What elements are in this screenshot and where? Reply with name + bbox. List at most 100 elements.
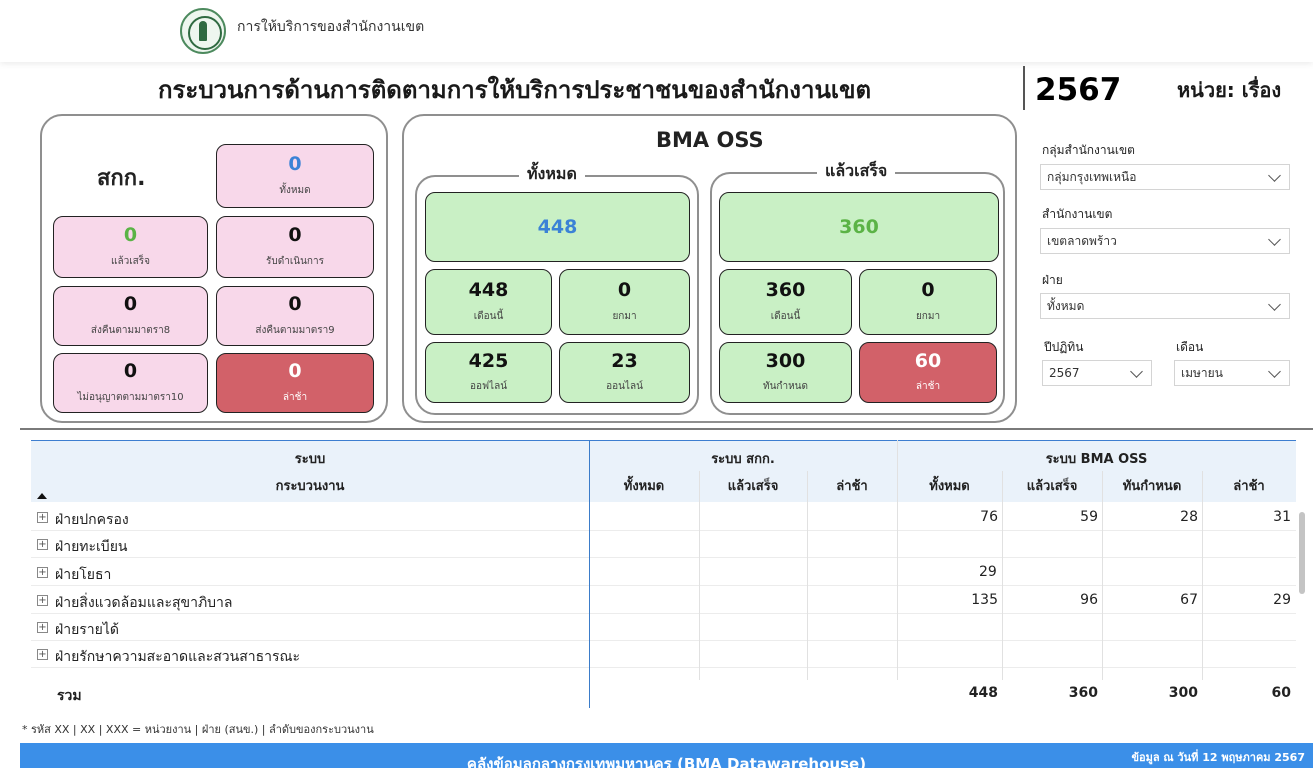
table-row[interactable]: + ฝ่ายโยธา 29: [31, 559, 1296, 586]
expand-icon[interactable]: +: [37, 539, 48, 550]
header-skk-late[interactable]: ล่าช้า: [836, 479, 868, 494]
division-label: ฝ่าย: [1042, 273, 1063, 287]
skk-title: สกก.: [97, 166, 146, 191]
division-dropdown[interactable]: ทั้งหมด: [1040, 293, 1290, 319]
skk-return9-card[interactable]: 0 ส่งคืนตามมาตรา9: [216, 286, 374, 346]
app-title: การให้บริการของสำนักงานเขต: [237, 19, 425, 35]
row-name: ฝ่ายรายได้: [55, 622, 119, 638]
table-header: ระบบ กระบวนงาน ระบบ สกก. ระบบ BMA OSS ทั…: [31, 440, 1296, 502]
skk-total-label: ทั้งหมด: [279, 184, 311, 196]
footnote: * รหัส XX | XX | XXX = หน่วยงาน | ฝ่าย (…: [22, 723, 374, 736]
month-filter-value: เมษายน: [1181, 366, 1223, 380]
year-dropdown[interactable]: 2567: [1042, 360, 1152, 386]
oss-done-title: แล้วเสร็จ: [817, 159, 896, 184]
cell-oss-done: 59: [1080, 509, 1098, 525]
oss-done-this-month-label: เดือนนี้: [770, 310, 801, 322]
expand-icon[interactable]: +: [37, 622, 48, 633]
oss-done-on-time-label: ทันกำหนด: [762, 381, 809, 393]
header-skk-total[interactable]: ทั้งหมด: [623, 479, 665, 494]
oss-all-carried-value: 0: [617, 279, 632, 302]
oss-done-carried-label: ยกมา: [915, 310, 941, 322]
total-label: รวม: [57, 688, 82, 704]
oss-all-total-card[interactable]: 448: [425, 192, 690, 262]
cell-oss-total: 29: [979, 564, 997, 580]
skk-late-card[interactable]: 0 ล่าช้า: [216, 353, 374, 413]
cell-oss-total: 76: [980, 509, 998, 525]
expand-icon[interactable]: +: [37, 512, 48, 523]
cell-oss-late: 29: [1273, 592, 1291, 608]
oss-done-carried-card[interactable]: 0 ยกมา: [859, 269, 997, 335]
column-divider: [1002, 471, 1003, 680]
expand-icon[interactable]: +: [37, 595, 48, 606]
skk-return9-label: ส่งคืนตามมาตรา9: [255, 324, 335, 336]
district-group-value: กลุ่มกรุงเทพเหนือ: [1047, 170, 1137, 184]
table-row[interactable]: + ฝ่ายสิ่งแวดล้อมและสุขาภิบาล 135 96 67 …: [31, 587, 1296, 614]
oss-done-this-month-value: 360: [765, 279, 806, 302]
column-divider: [699, 471, 700, 680]
oss-done-late-card[interactable]: 60 ล่าช้า: [859, 342, 997, 403]
process-table: ระบบ กระบวนงาน ระบบ สกก. ระบบ BMA OSS ทั…: [31, 440, 1296, 708]
table-row[interactable]: + ฝ่ายปกครอง 76 59 28 31: [31, 504, 1296, 531]
district-group-dropdown[interactable]: กลุ่มกรุงเทพเหนือ: [1040, 164, 1290, 190]
header-oss-done[interactable]: แล้วเสร็จ: [1026, 479, 1078, 494]
sort-ascending-icon[interactable]: [37, 493, 47, 499]
header-oss-late[interactable]: ล่าช้า: [1233, 479, 1265, 494]
header-oss-total[interactable]: ทั้งหมด: [929, 479, 970, 494]
skk-return9-value: 0: [288, 293, 302, 316]
table-row[interactable]: + ฝ่ายรายได้: [31, 614, 1296, 641]
skk-late-value: 0: [288, 360, 302, 383]
year-display: 2567: [1035, 72, 1122, 108]
header-oss-on-time[interactable]: ทันกำหนด: [1122, 479, 1182, 494]
oss-done-on-time-card[interactable]: 300 ทันกำหนด: [719, 342, 852, 403]
oss-all-offline-label: ออฟไลน์: [469, 381, 508, 393]
skk-in-progress-label: รับดำเนินการ: [266, 255, 324, 267]
cell-oss-on-time: 67: [1180, 592, 1198, 608]
header-system: ระบบ: [294, 452, 326, 467]
table-row[interactable]: + ฝ่ายรักษาความสะอาดและสวนสาธารณะ: [31, 641, 1296, 668]
oss-all-this-month-label: เดือนนี้: [473, 310, 504, 322]
skk-done-value: 0: [123, 224, 138, 247]
skk-in-progress-value: 0: [288, 224, 302, 247]
oss-done-late-value: 60: [914, 349, 942, 372]
oss-all-online-card[interactable]: 23 ออนไลน์: [559, 342, 690, 403]
skk-total-card[interactable]: 0 ทั้งหมด: [216, 144, 374, 208]
oss-all-carried-card[interactable]: 0 ยกมา: [559, 269, 690, 335]
month-dropdown[interactable]: เมษายน: [1174, 360, 1290, 386]
oss-done-this-month-card[interactable]: 360 เดือนนี้: [719, 269, 852, 335]
oss-all-offline-card[interactable]: 425 ออฟไลน์: [425, 342, 552, 403]
expand-icon[interactable]: +: [37, 649, 48, 660]
row-name: ฝ่ายรักษาความสะอาดและสวนสาธารณะ: [55, 649, 301, 665]
oss-done-total-value: 360: [839, 215, 879, 238]
district-dropdown[interactable]: เขตลาดพร้าว: [1040, 228, 1290, 254]
header-group-skk: ระบบ สกก.: [711, 452, 775, 467]
skk-return8-label: ส่งคืนตามมาตรา8: [90, 324, 171, 336]
footer-date: ข้อมูล ณ วันที่ 12 พฤษภาคม 2567: [1131, 751, 1305, 764]
column-divider: [807, 471, 808, 680]
top-bar: การให้บริการของสำนักงานเขต: [0, 0, 1313, 62]
oss-all-this-month-value: 448: [468, 279, 509, 302]
oss-all-offline-value: 425: [468, 349, 509, 372]
table-row[interactable]: + ฝ่ายทะเบียน: [31, 531, 1296, 558]
oss-all-total-value: 448: [537, 215, 578, 238]
row-name: ฝ่ายสิ่งแวดล้อมและสุขาภิบาล: [55, 595, 233, 611]
district-group-label: กลุ่มสำนักงานเขต: [1042, 143, 1135, 157]
column-divider: [897, 440, 898, 680]
table-scrollbar[interactable]: [1299, 512, 1305, 594]
oss-all-this-month-card[interactable]: 448 เดือนนี้: [425, 269, 552, 335]
expand-icon[interactable]: +: [37, 567, 48, 578]
header-process[interactable]: กระบวนงาน: [275, 479, 345, 494]
column-divider: [1202, 471, 1203, 680]
row-name: ฝ่ายโยธา: [55, 567, 112, 583]
footer-title: คลังข้อมูลกลางกรุงเทพมหานคร (BMA Datawar…: [466, 755, 867, 773]
skk-reject10-label: ไม่อนุญาตตามมาตรา10: [77, 391, 184, 403]
skk-reject10-card[interactable]: 0 ไม่อนุญาตตามมาตรา10: [53, 353, 208, 413]
skk-in-progress-card[interactable]: 0 รับดำเนินการ: [216, 216, 374, 278]
oss-done-total-card[interactable]: 360: [719, 192, 999, 262]
skk-done-card[interactable]: 0 แล้วเสร็จ: [53, 216, 208, 278]
section-divider: [20, 428, 1313, 430]
skk-return8-card[interactable]: 0 ส่งคืนตามมาตรา8: [53, 286, 208, 346]
header-group-oss: ระบบ BMA OSS: [1045, 452, 1148, 467]
year-filter-label: ปีปฏิทิน: [1044, 340, 1084, 354]
header-skk-done[interactable]: แล้วเสร็จ: [727, 479, 779, 494]
oss-done-carried-value: 0: [921, 279, 935, 302]
